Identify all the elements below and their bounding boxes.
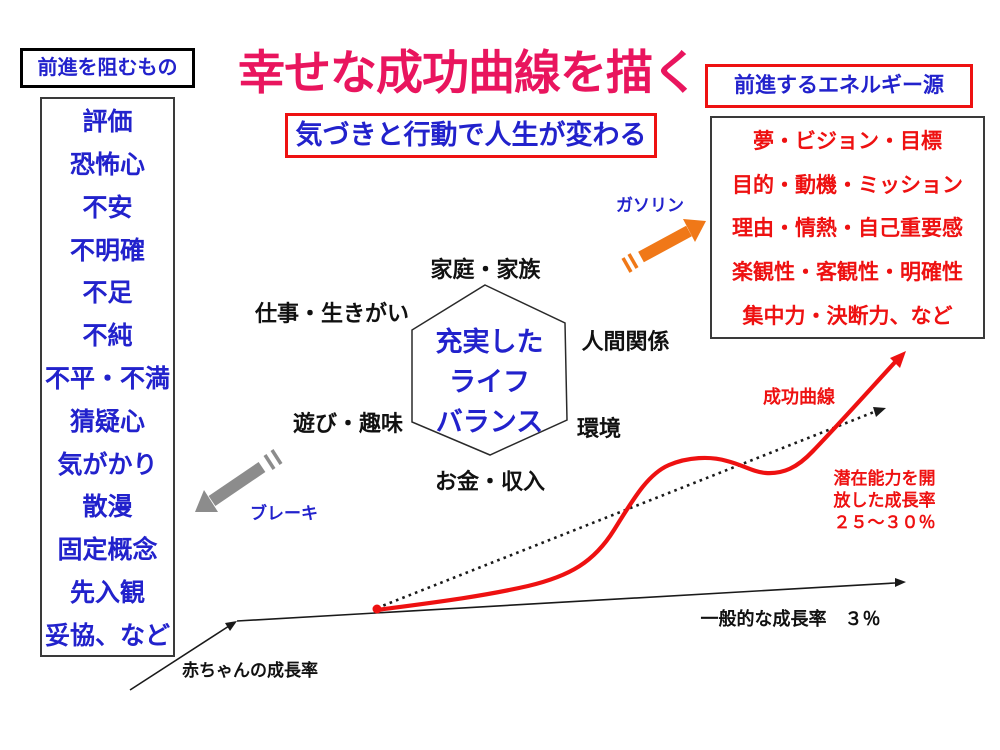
hexagon-outline (411, 284, 568, 456)
potential-growth-line: ２５～３０％ (833, 513, 936, 532)
energy-panel: 夢・ビジョン・目標 目的・動機・ミッション 理由・情熱・自己重要感 楽観性・客観… (710, 116, 985, 339)
energy-item: 集中力・決断力、など (742, 305, 953, 329)
potential-growth-line: 放した成長率 (833, 491, 936, 510)
potential-growth-line: 潜在能力を開 (833, 469, 936, 488)
gasoline-arrowhead (683, 219, 706, 242)
hex-label-play: 遊び・趣味 (292, 411, 403, 436)
gasoline-arrow-shaft (638, 225, 692, 263)
success-curve-label: 成功曲線 (763, 387, 835, 407)
hex-center-line: 充実した (435, 327, 544, 357)
blocker-item: 評価 (82, 108, 133, 137)
success-curve (374, 357, 900, 613)
brake-speed-mark (270, 449, 283, 465)
energy-item: 夢・ビジョン・目標 (753, 129, 942, 153)
general-growth-arrowhead (895, 578, 906, 587)
brake-arrow-shaft (208, 462, 266, 506)
potential-growth-label: 潜在能力を開 放した成長率 ２５～３０％ (812, 468, 957, 534)
general-growth-line (236, 582, 896, 622)
baby-growth-label: 赤ちゃんの成長率 (182, 661, 318, 680)
blocker-item: 不安 (82, 193, 133, 222)
brake-speed-mark (263, 454, 276, 470)
hex-label-family: 家庭・家族 (430, 257, 541, 282)
gasoline-label: ガソリン (616, 196, 684, 215)
hex-label-work: 仕事・生きがい (254, 301, 409, 326)
blocker-item: 猜疑心 (69, 407, 145, 436)
page-title: 幸せな成功曲線を描く (238, 46, 699, 99)
blocker-item: 散漫 (82, 493, 133, 522)
gasoline-speed-mark (621, 257, 633, 273)
hex-center-line: ライフ (449, 367, 530, 397)
blocker-item: 恐怖心 (69, 151, 145, 180)
energy-item: 理由・情熱・自己重要感 (732, 217, 963, 241)
baby-growth-line (129, 625, 230, 691)
blockers-header: 前進を阻むもの (20, 48, 195, 88)
trend-dotted-arrowhead (873, 407, 886, 417)
page-subtitle: 気づきと行動で人生が変わる (285, 113, 657, 158)
baby-growth-arrowhead (225, 621, 237, 631)
gasoline-speed-mark (627, 253, 639, 269)
blocker-item: 不足 (82, 279, 133, 308)
blocker-item: 不平・不満 (44, 364, 170, 393)
hex-center-text: 充実した ライフ バランス (412, 322, 567, 442)
brake-arrowhead (195, 490, 218, 512)
energy-item: 目的・動機・ミッション (732, 173, 963, 197)
blocker-item: 妥協、など (44, 621, 170, 650)
success-curve-arrowhead (890, 351, 906, 368)
blocker-item: 不明確 (69, 236, 145, 265)
hex-label-relationships: 人間関係 (581, 329, 670, 354)
blocker-item: 固定概念 (57, 536, 158, 565)
blockers-panel: 評価 恐怖心 不安 不明確 不足 不純 不平・不満 猜疑心 気がかり 散漫 固定… (40, 97, 175, 657)
energy-item: 楽観性・客観性・明確性 (732, 261, 963, 285)
hex-center-line: バランス (435, 407, 544, 437)
brake-label: ブレーキ (250, 504, 318, 523)
hex-label-money: お金・収入 (434, 469, 545, 494)
energy-header: 前進するエネルギー源 (705, 64, 973, 108)
blocker-item: 先入観 (69, 578, 145, 607)
blocker-item: 不純 (82, 322, 133, 351)
general-growth-label: 一般的な成長率 ３％ (700, 609, 881, 629)
hex-label-environment: 環境 (576, 416, 621, 441)
blocker-item: 気がかり (57, 450, 158, 479)
